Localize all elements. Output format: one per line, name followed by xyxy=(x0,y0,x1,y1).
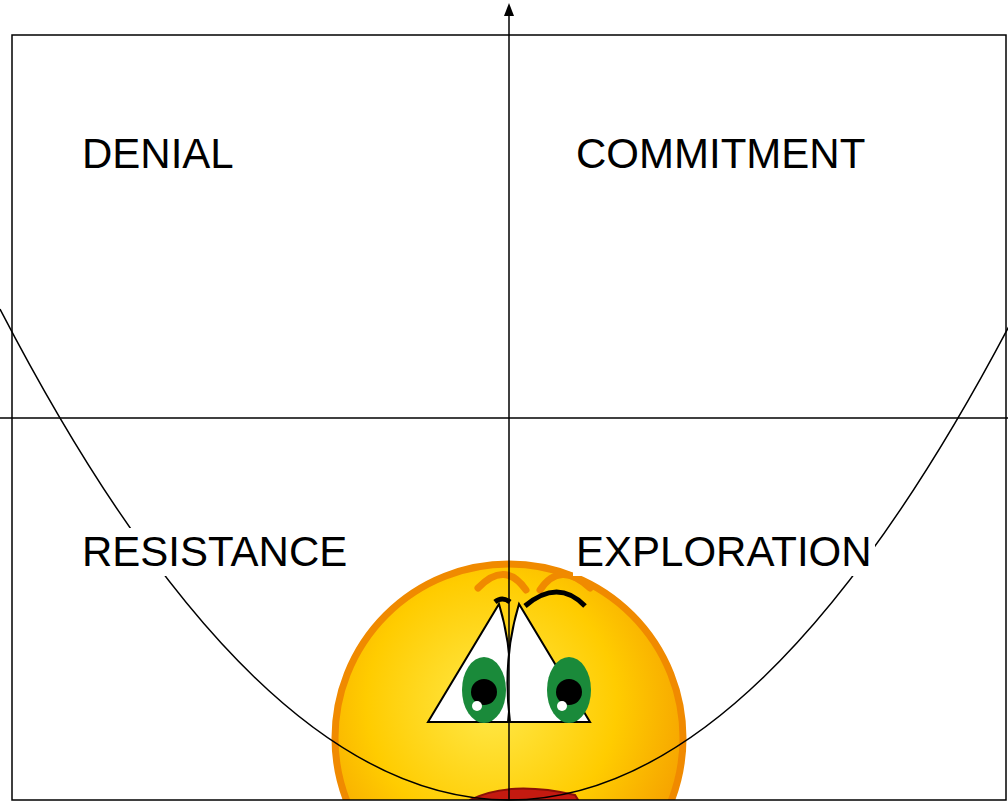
quadrant-label: EXPLORATION xyxy=(573,528,875,576)
axis-arrowhead xyxy=(504,3,514,16)
pupil xyxy=(471,679,497,705)
quadrant-label: DENIAL xyxy=(79,130,237,178)
eye-white xyxy=(428,604,511,722)
eye-glint xyxy=(472,701,482,711)
iris xyxy=(547,657,591,723)
eye-glint xyxy=(557,701,567,711)
eyebrow xyxy=(478,574,526,590)
horizontal-axis xyxy=(0,417,1008,419)
eyebrow xyxy=(540,574,590,590)
pupil xyxy=(556,679,582,705)
eye-lid xyxy=(525,592,585,606)
eye-white xyxy=(507,604,590,722)
eye-lid xyxy=(495,599,510,602)
quadrant-label: RESISTANCE xyxy=(79,528,350,576)
vertical-axis xyxy=(508,14,510,800)
quadrant-label: COMMITMENT xyxy=(573,130,868,178)
change-curve xyxy=(0,309,1008,800)
iris xyxy=(462,657,506,723)
